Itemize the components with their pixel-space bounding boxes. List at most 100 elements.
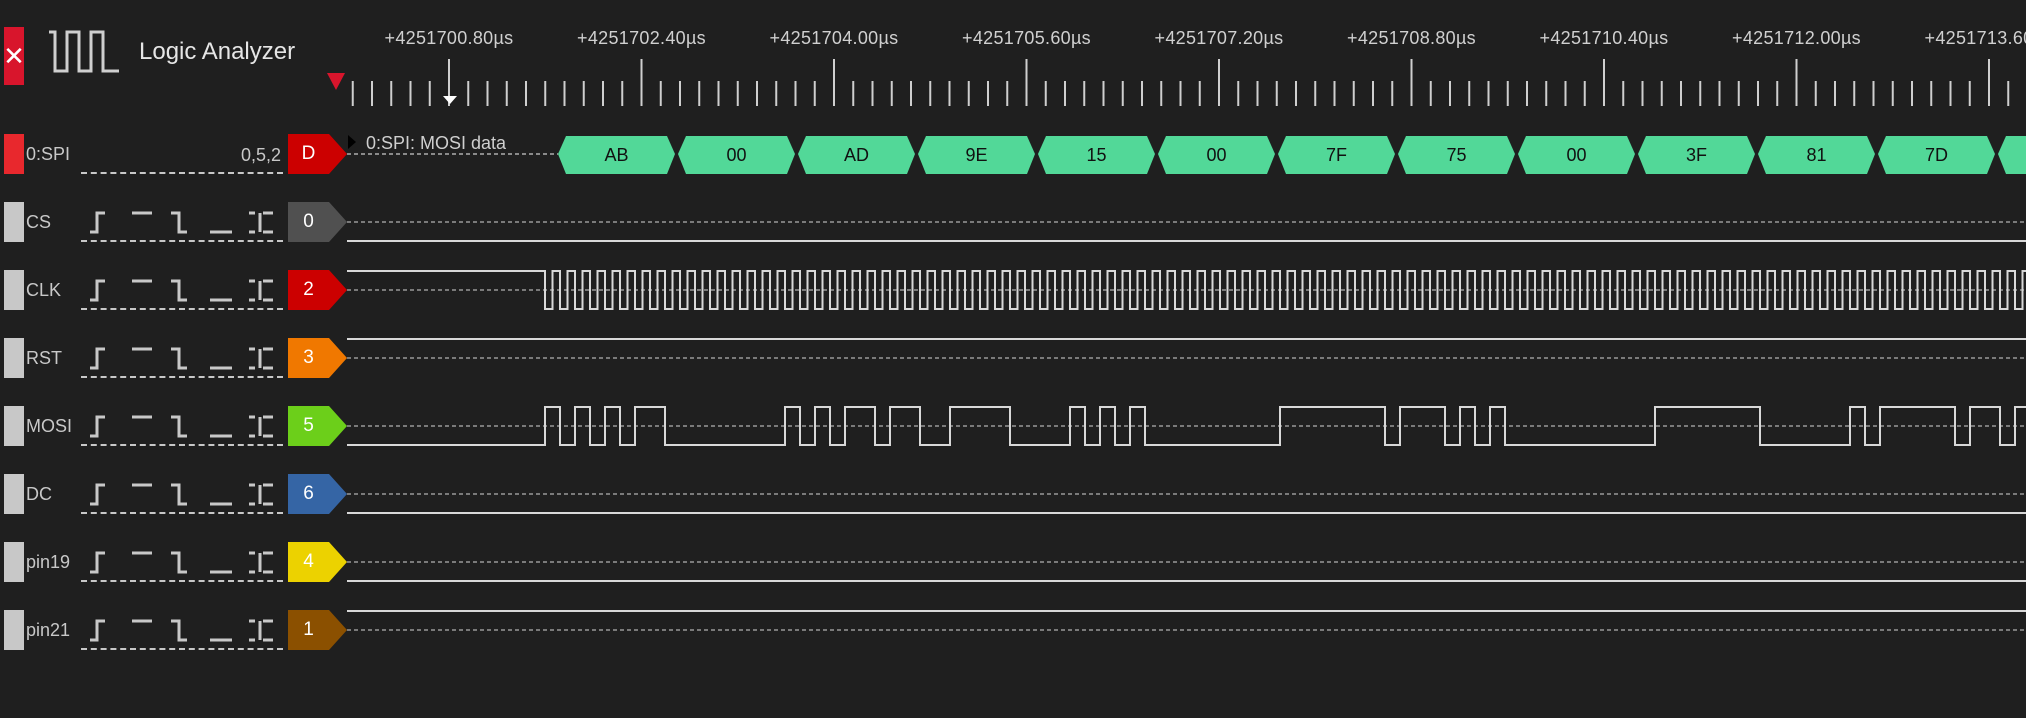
time-label: +4251713.60µs xyxy=(1924,28,2026,48)
decoder-row-spi[interactable]: 0:SPI 0,5,2 D xyxy=(0,134,2026,174)
falling-edge-icon[interactable] xyxy=(169,414,195,440)
falling-edge-icon[interactable] xyxy=(169,346,195,372)
time-label: +4251704.00µs xyxy=(769,28,899,48)
channel-color-bar[interactable] xyxy=(4,406,24,446)
falling-edge-icon[interactable] xyxy=(169,210,195,236)
channel-badge-label: 2 xyxy=(303,279,314,300)
rising-edge-icon[interactable] xyxy=(89,278,115,304)
time-label: +4251708.80µs xyxy=(1347,28,1476,48)
any-edge-icon[interactable] xyxy=(248,550,274,576)
time-label: +4251700.80µs xyxy=(384,28,514,48)
rising-edge-icon[interactable] xyxy=(89,482,115,508)
falling-edge-icon[interactable] xyxy=(169,482,195,508)
low-level-icon[interactable] xyxy=(208,618,234,644)
square-wave-icon xyxy=(49,30,119,73)
channel-underline xyxy=(81,308,283,310)
close-icon: ✕ xyxy=(3,41,25,71)
channel-name[interactable]: CS xyxy=(26,212,52,232)
close-button[interactable]: ✕ xyxy=(3,27,25,85)
channel-name[interactable]: 0:SPI xyxy=(26,144,71,164)
time-label: +4251707.20µs xyxy=(1154,28,1284,48)
any-edge-icon[interactable] xyxy=(248,618,274,644)
ruler-ticks[interactable] xyxy=(0,0,2026,120)
channel-color-bar[interactable] xyxy=(4,542,24,582)
channel-row-pin21[interactable]: pin21 1 xyxy=(0,610,2026,650)
falling-edge-icon[interactable] xyxy=(169,278,195,304)
any-edge-icon[interactable] xyxy=(248,346,274,372)
channel-name[interactable]: MOSI xyxy=(26,416,73,436)
time-label: +4251702.40µs xyxy=(577,28,706,48)
channel-badge[interactable] xyxy=(288,474,347,514)
channel-badge[interactable] xyxy=(288,406,347,446)
low-level-icon[interactable] xyxy=(208,414,234,440)
low-level-icon[interactable] xyxy=(208,482,234,508)
channel-badge-label: 0 xyxy=(303,211,314,232)
any-edge-icon[interactable] xyxy=(248,278,274,304)
channel-badge[interactable] xyxy=(288,338,347,378)
channel-underline xyxy=(81,512,283,514)
channel-badge[interactable] xyxy=(288,270,347,310)
any-edge-icon[interactable] xyxy=(248,414,274,440)
channel-badge-label: 5 xyxy=(303,415,314,436)
rising-edge-icon[interactable] xyxy=(89,550,115,576)
cursor-marker-icon[interactable] xyxy=(443,96,457,104)
channel-underline xyxy=(81,376,283,378)
channel-badge-label: 3 xyxy=(303,347,314,368)
channel-row-pin19[interactable]: pin19 4 xyxy=(0,542,2026,582)
low-level-icon[interactable] xyxy=(208,278,234,304)
channel-row-dc[interactable]: DC 6 xyxy=(0,474,2026,514)
channel-underline xyxy=(81,444,283,446)
trigger-marker-icon[interactable] xyxy=(327,73,345,90)
high-level-icon[interactable] xyxy=(128,210,154,236)
channel-row-mosi[interactable]: MOSI 5 xyxy=(0,406,2026,446)
time-label: +4251705.60µs xyxy=(962,28,1091,48)
channel-underline xyxy=(81,580,283,582)
channel-row-rst[interactable]: RST 3 xyxy=(0,338,2026,378)
high-level-icon[interactable] xyxy=(128,550,154,576)
channel-name[interactable]: DC xyxy=(26,484,52,504)
high-level-icon[interactable] xyxy=(128,414,154,440)
channel-name[interactable]: pin19 xyxy=(26,552,71,572)
channel-color-bar[interactable] xyxy=(4,270,24,310)
channel-name[interactable]: RST xyxy=(26,348,62,368)
high-level-icon[interactable] xyxy=(128,278,154,304)
channel-color-bar[interactable] xyxy=(4,134,24,174)
any-edge-icon[interactable] xyxy=(248,210,274,236)
low-level-icon[interactable] xyxy=(208,210,234,236)
channel-badge-label: D xyxy=(301,143,316,164)
channel-color-bar[interactable] xyxy=(4,610,24,650)
high-level-icon[interactable] xyxy=(128,618,154,644)
rising-edge-icon[interactable] xyxy=(89,414,115,440)
channel-color-bar[interactable] xyxy=(4,338,24,378)
time-label: +4251710.40µs xyxy=(1539,28,1669,48)
channel-underline xyxy=(81,648,283,650)
channel-color-bar[interactable] xyxy=(4,474,24,514)
high-level-icon[interactable] xyxy=(128,482,154,508)
high-level-icon[interactable] xyxy=(128,346,154,372)
channel-badge[interactable] xyxy=(288,134,347,174)
low-level-icon[interactable] xyxy=(208,346,234,372)
time-label: +4251712.00µs xyxy=(1732,28,1861,48)
channel-color-bar[interactable] xyxy=(4,202,24,242)
channel-badge[interactable] xyxy=(288,542,347,582)
rising-edge-icon[interactable] xyxy=(89,346,115,372)
any-edge-icon[interactable] xyxy=(248,482,274,508)
channel-badge-label: 6 xyxy=(303,483,314,504)
channel-badge-label: 1 xyxy=(303,619,314,640)
channel-name[interactable]: CLK xyxy=(26,280,62,300)
rising-edge-icon[interactable] xyxy=(89,210,115,236)
channel-row-cs[interactable]: CS 0 xyxy=(0,202,2026,242)
falling-edge-icon[interactable] xyxy=(169,618,195,644)
channel-badge[interactable] xyxy=(288,202,347,242)
falling-edge-icon[interactable] xyxy=(169,550,195,576)
channel-badge[interactable] xyxy=(288,610,347,650)
channel-row-clk[interactable]: CLK 2 xyxy=(0,270,2026,310)
low-level-icon[interactable] xyxy=(208,550,234,576)
app-title: Logic Analyzer xyxy=(139,38,296,65)
decoder-annotation-label: 0:SPI: MOSI data xyxy=(366,133,507,153)
channel-underline xyxy=(81,172,283,174)
channel-name[interactable]: pin21 xyxy=(26,620,71,640)
rising-edge-icon[interactable] xyxy=(89,618,115,644)
channel-underline xyxy=(81,240,283,242)
channel-badge-label: 4 xyxy=(303,551,314,572)
